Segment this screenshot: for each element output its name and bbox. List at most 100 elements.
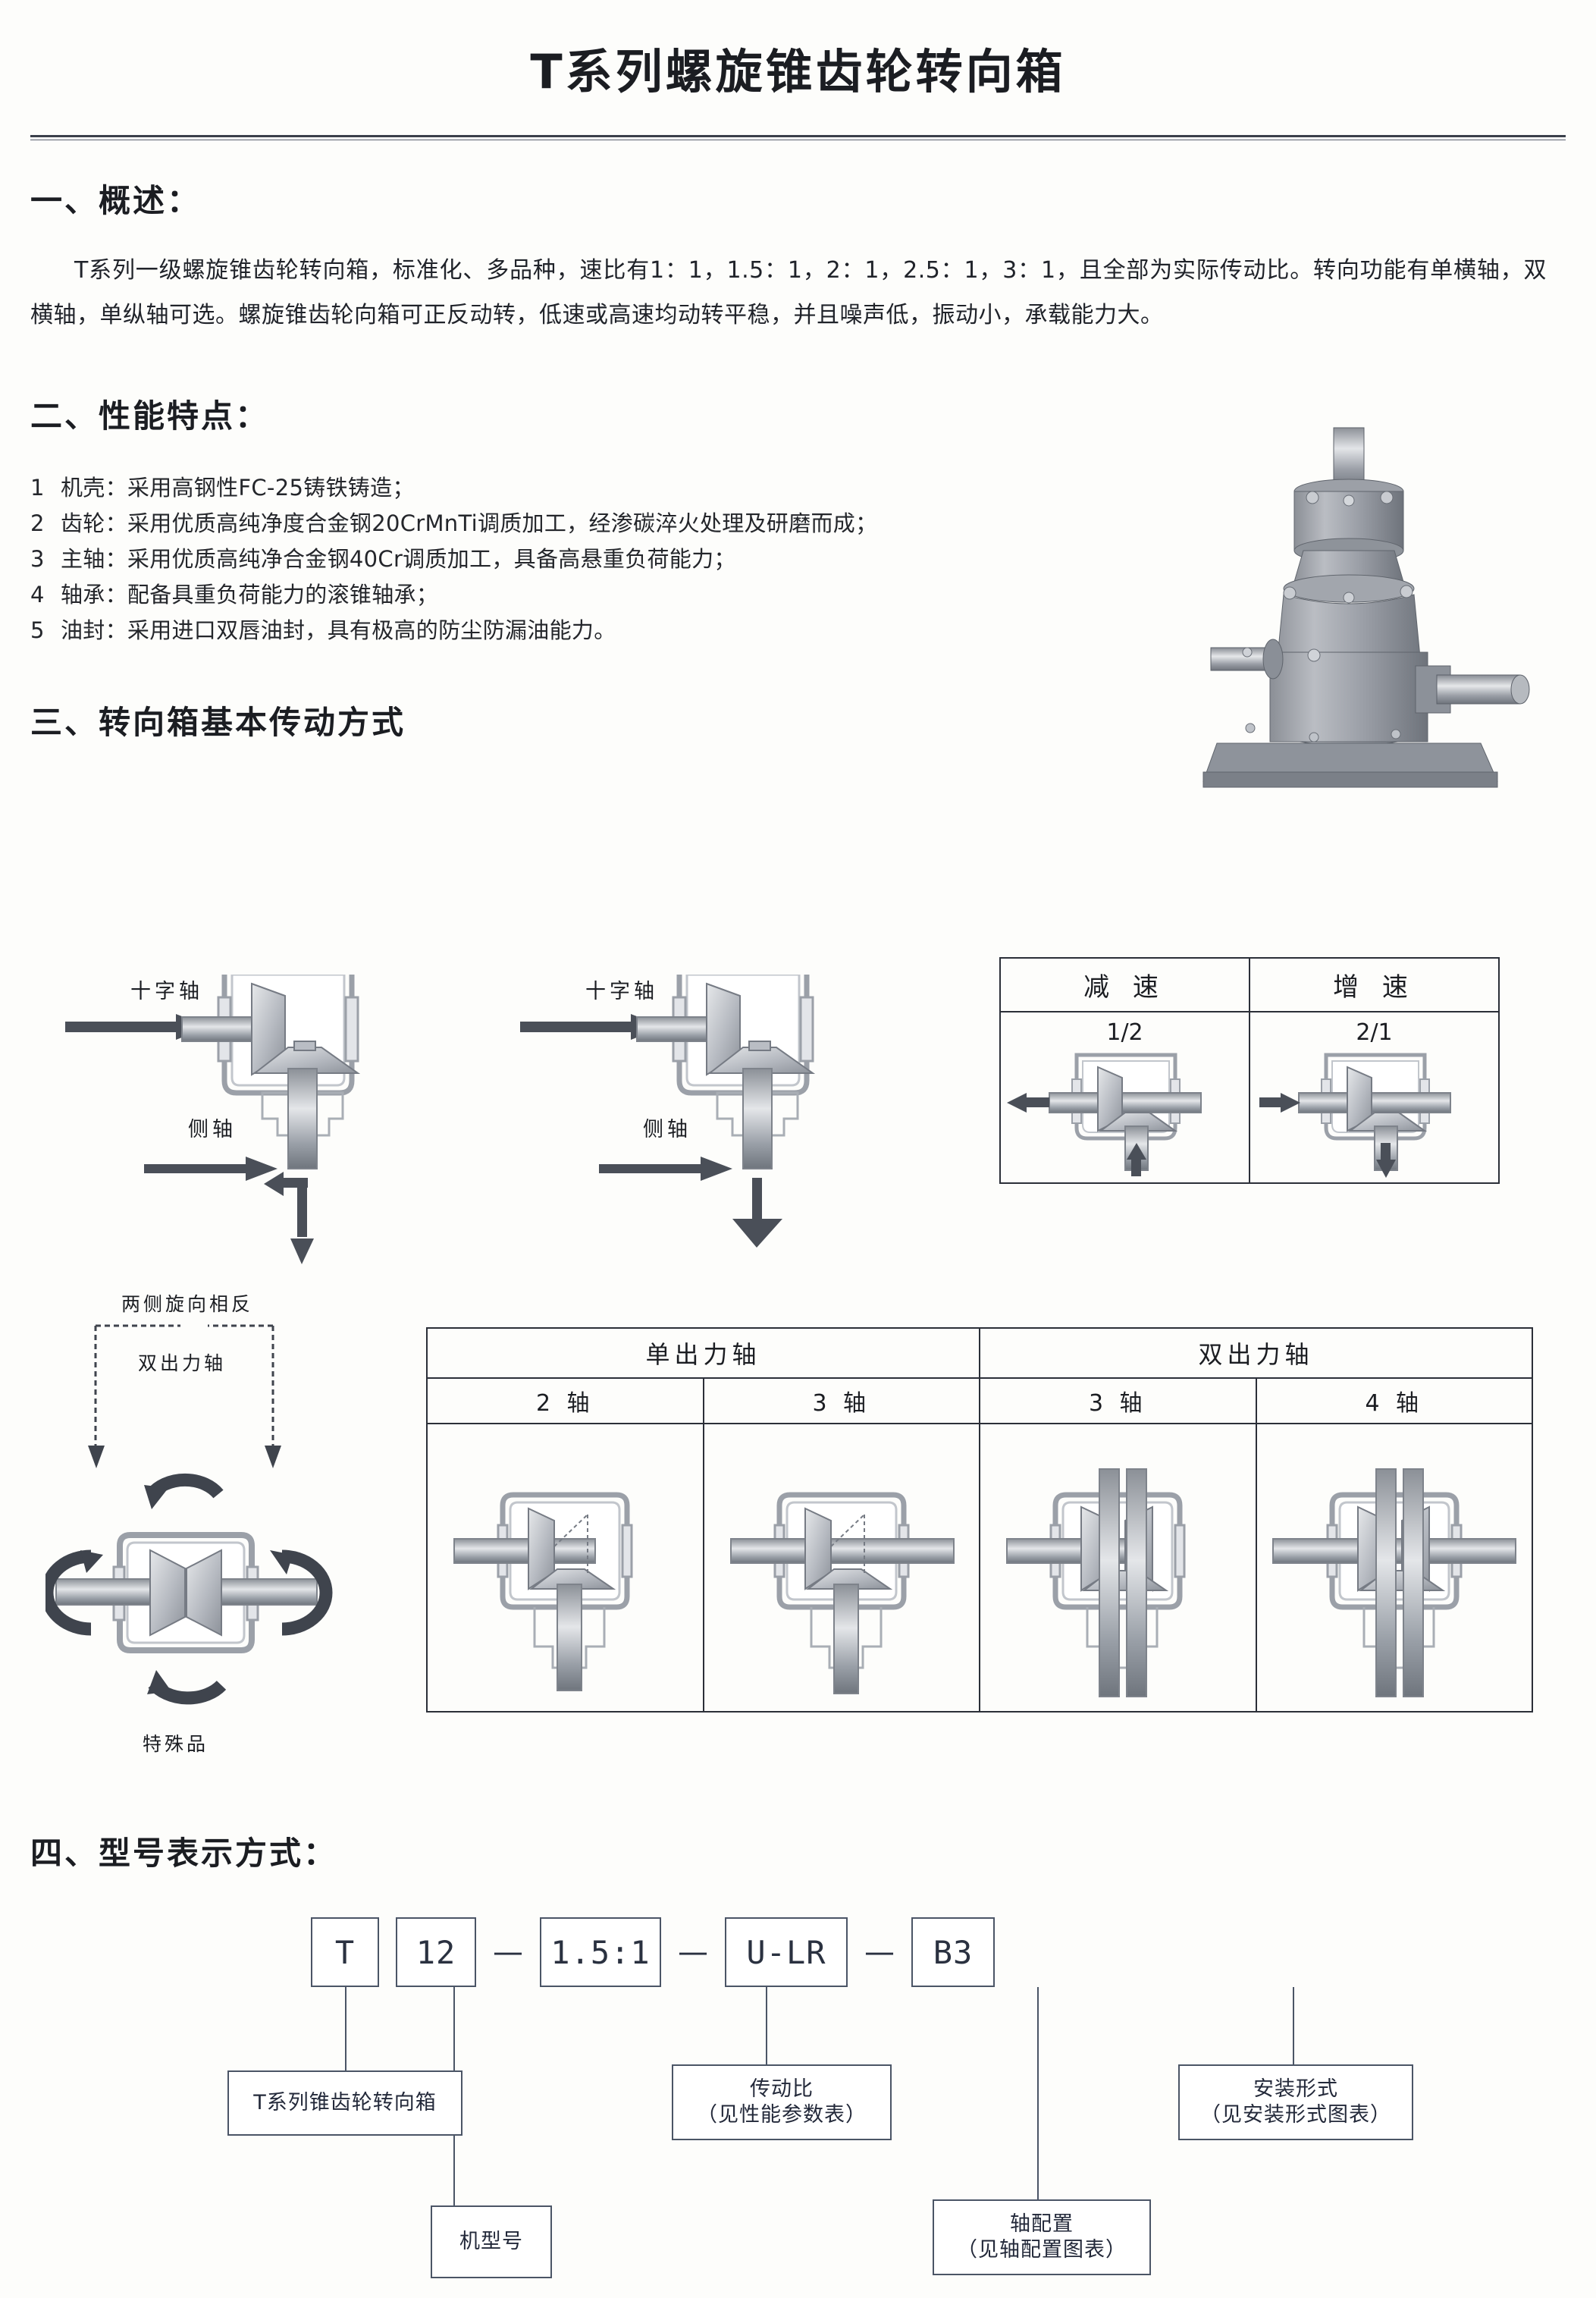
- feature-number: 3: [30, 545, 45, 572]
- up-arrow-icon: [1126, 1142, 1146, 1176]
- special-mid-label: 双出力轴: [138, 1352, 227, 1374]
- down-arrow-icon: [1375, 1142, 1396, 1178]
- feature-text: 齿轮：采用优质高纯净度合金钢20CrMnTi调质加工，经渗碳淬火处理及研磨而成；: [61, 510, 878, 536]
- feature-number: 4: [30, 581, 45, 607]
- table-row: 1/2: [999, 1011, 1500, 1184]
- shaft-diagram-3-single: [729, 1492, 955, 1694]
- list-item: 4 轴承：配备具重负荷能力的滚锥轴承；: [30, 577, 1077, 613]
- left-arrow-icon: [1006, 1092, 1049, 1113]
- section-2-heading: 二、性能特点：: [30, 397, 270, 435]
- feature-number: 2: [30, 510, 45, 536]
- rotation-arrow-bottom-icon: [147, 1670, 227, 1705]
- desc-box-model-no: 机型号: [431, 2205, 552, 2278]
- feature-number: 1: [30, 475, 45, 501]
- product-photo: [1200, 425, 1557, 880]
- table-row: [426, 1423, 1533, 1713]
- shaft-config-table: 单出力轴 双出力轴 2 轴 3 轴 3 轴 4 轴: [426, 1327, 1533, 1713]
- overview-paragraph: T系列一级螺旋锥齿轮转向箱，标准化、多品种，速比有1：1，1.5：1，2：1，2…: [30, 249, 1547, 337]
- desc-shaft-line1: 轴配置: [1010, 2212, 1074, 2237]
- desc-ratio-line2: （见性能参数表）: [697, 2103, 867, 2127]
- reduction-diagram: [1006, 1053, 1202, 1176]
- shaft-cell-3-single: [702, 1423, 980, 1713]
- code-separator-1: —: [493, 1935, 523, 1970]
- shaft-cell-2: [426, 1423, 704, 1713]
- diagram-a-input-label: 十字轴: [130, 980, 203, 1003]
- desc-model-no-text: 机型号: [459, 2230, 523, 2254]
- desc-box-ratio: 传动比 （见性能参数表）: [672, 2064, 892, 2140]
- speed-header-reduction: 减 速: [999, 957, 1250, 1012]
- drive-diagram-b: 十字轴 侧轴: [516, 975, 970, 1278]
- group-header-single-output: 单出力轴: [426, 1327, 980, 1379]
- section-drive-modes: 三、转向箱基本传动方式: [30, 697, 1566, 743]
- desc-shaft-line2: （见轴配置图表）: [957, 2238, 1127, 2262]
- table-row: 减 速 增 速: [999, 957, 1500, 1012]
- list-item: 1 机壳：采用高钢性FC-25铸铁铸造；: [30, 470, 1077, 506]
- desc-series-text: T系列锥齿轮转向箱: [253, 2091, 437, 2115]
- sub-header-2-shaft: 2 轴: [426, 1377, 704, 1424]
- table-row: 2 轴 3 轴 3 轴 4 轴: [426, 1377, 1533, 1424]
- overview-text: T系列一级螺旋锥齿轮转向箱，标准化、多品种，速比有1：1，1.5：1，2：1，2…: [30, 257, 1547, 328]
- leader-line-ratio: [766, 1987, 767, 2070]
- code-box-model[interactable]: 12: [396, 1917, 476, 1987]
- feature-text: 轴承：配备具重负荷能力的滚锥轴承；: [61, 581, 439, 607]
- sub-header-3-shaft-single: 3 轴: [702, 1377, 980, 1424]
- rotation-arrow-right-icon: [270, 1549, 333, 1636]
- speed-cell-increase: 2/1: [1249, 1011, 1500, 1184]
- section-4-heading: 四、型号表示方式：: [30, 1835, 338, 1872]
- sub-header-4-shaft: 4 轴: [1255, 1377, 1533, 1424]
- title-divider-thick: [30, 135, 1566, 137]
- section-overview: 一、概述： T系列一级螺旋锥齿轮转向箱，标准化、多品种，速比有1：1，1.5：1…: [30, 175, 1566, 337]
- leader-line-mounting: [1293, 1987, 1294, 2070]
- special-product-graphic: [45, 1324, 333, 1705]
- code-box-mounting[interactable]: B3: [911, 1917, 995, 1987]
- group-header-double-output: 双出力轴: [979, 1327, 1533, 1379]
- output-arrow-icon: [264, 1172, 314, 1264]
- desc-box-shaft: 轴配置 （见轴配置图表）: [933, 2199, 1151, 2275]
- leader-line-shaft: [1037, 1987, 1039, 2207]
- feature-number: 5: [30, 617, 45, 643]
- list-item: 3 主轴：采用优质高纯净合金钢40Cr调质加工，具备高悬重负荷能力；: [30, 542, 1077, 577]
- speed-header-increase: 增 速: [1249, 957, 1500, 1012]
- model-code-row: T 12 — 1.5:1 — U-LR — B3: [0, 1917, 1596, 1987]
- feature-text: 油封：采用进口双唇油封，具有极高的防尘防漏油能力。: [61, 617, 616, 643]
- increase-diagram: [1259, 1053, 1451, 1178]
- code-box-shaft[interactable]: U-LR: [725, 1917, 848, 1987]
- special-bottom-label: 特殊品: [143, 1733, 209, 1755]
- list-item: 5 油封：采用进口双唇油封，具有极高的防尘防漏油能力。: [30, 613, 1077, 648]
- list-item: 2 齿轮：采用优质高纯净度合金钢20CrMnTi调质加工，经渗碳淬火处理及研磨而…: [30, 506, 1077, 542]
- sub-header-3-shaft-double: 3 轴: [979, 1377, 1257, 1424]
- feature-text: 主轴：采用优质高纯净合金钢40Cr调质加工，具备高悬重负荷能力；: [61, 545, 736, 572]
- speed-ratio-table: 减 速 增 速 1/2: [999, 957, 1500, 1184]
- diagram-b-side-label: 侧轴: [643, 1118, 691, 1141]
- output-arrow-icon: [732, 1178, 782, 1248]
- desc-ratio-line1: 传动比: [750, 2077, 814, 2102]
- bracket-arrow-left-icon: [94, 1324, 180, 1450]
- drive-diagram-a: 十字轴 侧轴: [61, 975, 516, 1278]
- feature-list: 1 机壳：采用高钢性FC-25铸铁铸造； 2 齿轮：采用优质高纯净度合金钢20C…: [30, 470, 1077, 648]
- speed-cell-reduction: 1/2: [999, 1011, 1250, 1184]
- shaft-cell-4: [1255, 1423, 1533, 1713]
- desc-mounting-line2: （见安装形式图表）: [1200, 2103, 1391, 2127]
- diagram-a-graphic: [65, 975, 361, 1264]
- desc-mounting-line1: 安装形式: [1253, 2077, 1338, 2102]
- right-arrow-icon: [1259, 1092, 1300, 1113]
- diagram-b-input-label: 十字轴: [585, 980, 658, 1003]
- code-box-ratio[interactable]: 1.5:1: [540, 1917, 661, 1987]
- shaft-diagram-3-double: [1006, 1468, 1186, 1697]
- document-header: T系列螺旋锥齿轮转向箱: [30, 0, 1566, 102]
- code-box-series[interactable]: T: [311, 1917, 379, 1987]
- ratio-value-increase: 2/1: [1356, 1019, 1393, 1046]
- side-arrow-icon: [144, 1157, 277, 1181]
- code-separator-3: —: [864, 1935, 895, 1970]
- shaft-cell-3-double: [979, 1423, 1257, 1713]
- page-title: T系列螺旋锥齿轮转向箱: [530, 44, 1066, 99]
- leader-line-series: [345, 1987, 346, 2070]
- section-1-heading: 一、概述：: [30, 182, 202, 219]
- desc-box-series: T系列锥齿轮转向箱: [227, 2070, 462, 2136]
- rotation-arrow-left-icon: [45, 1549, 103, 1636]
- ratio-value-reduction: 1/2: [1106, 1019, 1143, 1046]
- side-arrow-icon: [599, 1157, 732, 1181]
- special-product-diagram: 两侧旋向相反 双出力轴 特殊品: [45, 1289, 409, 1760]
- table-row: 单出力轴 双出力轴: [426, 1327, 1533, 1379]
